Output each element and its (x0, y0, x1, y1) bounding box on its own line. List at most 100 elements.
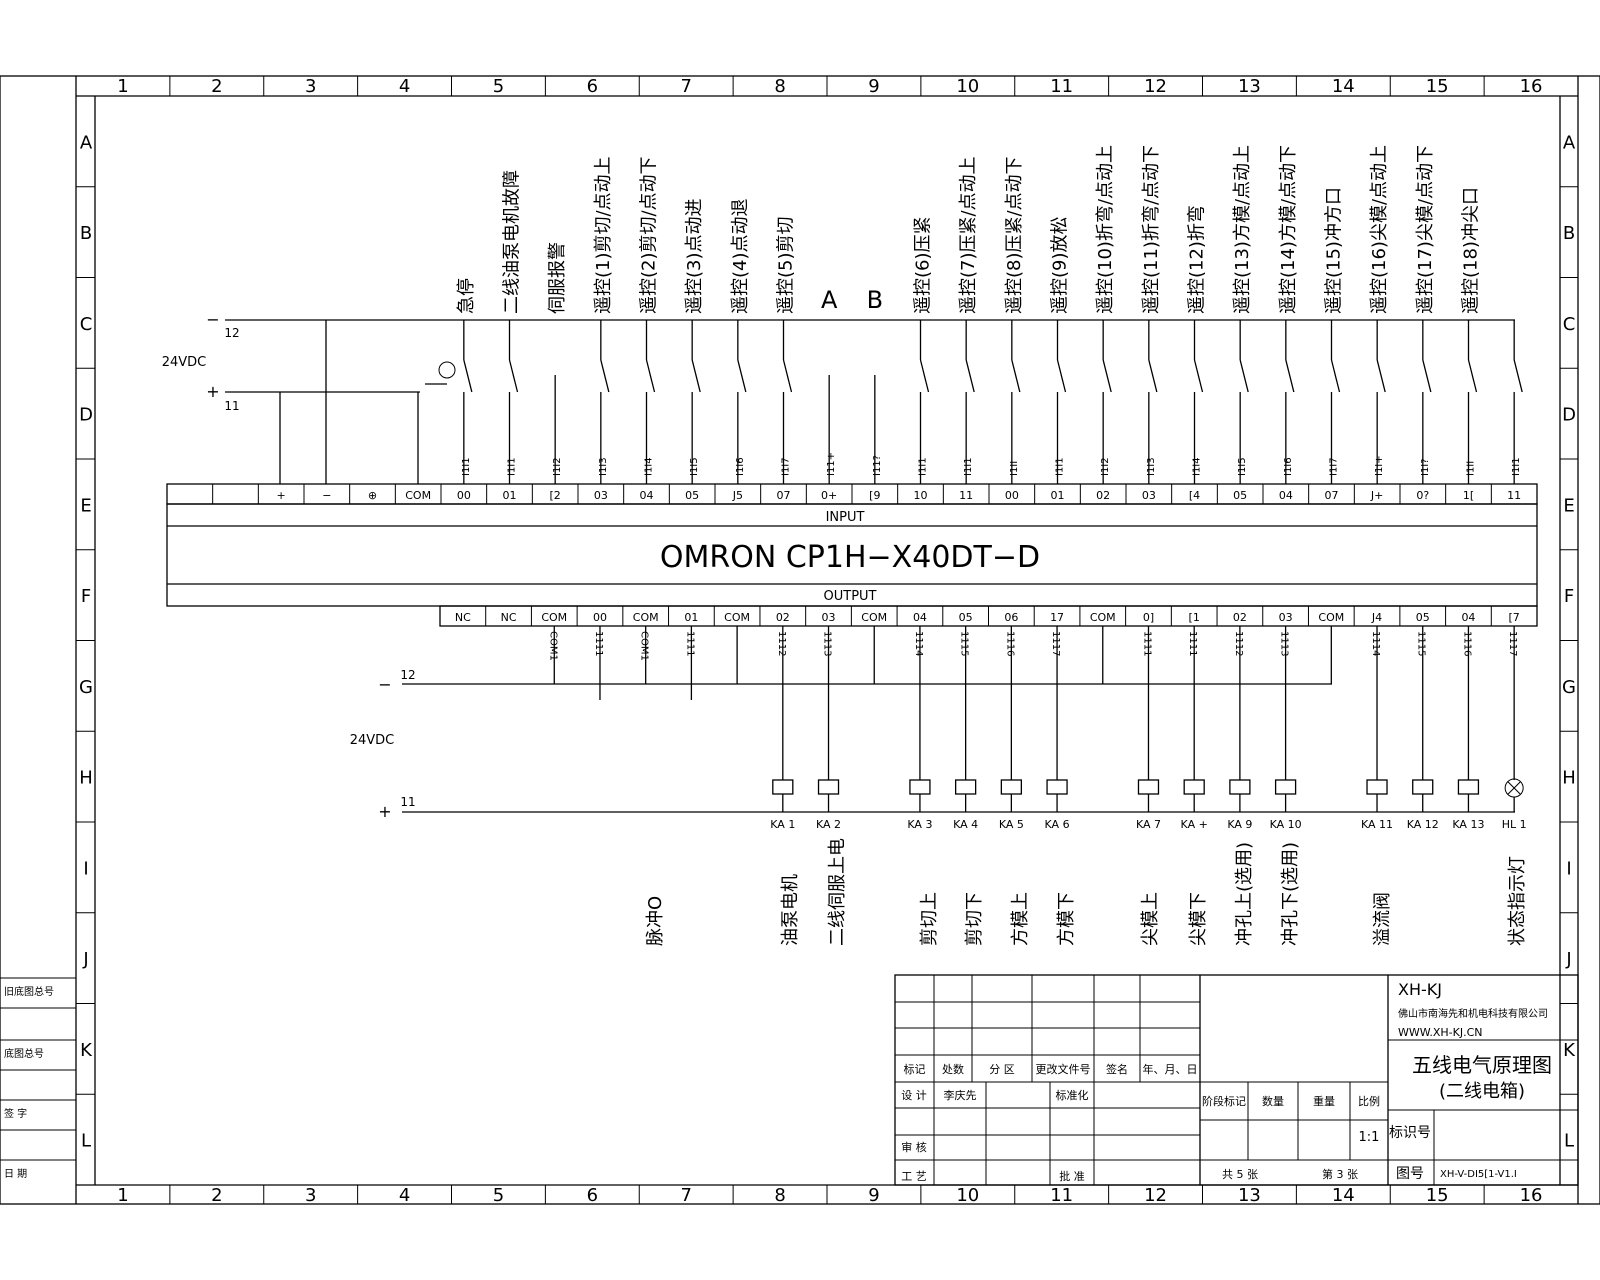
switch-contact (965, 359, 975, 393)
switch-contact (1011, 359, 1021, 393)
switch-contact (1422, 359, 1432, 393)
wire-id: I1I6 (1283, 457, 1294, 476)
column-number-top: 11 (1050, 76, 1073, 97)
title-block-frame (894, 974, 1579, 1186)
column-number-bottom: 9 (868, 1185, 879, 1206)
row-letter-right: I (1566, 858, 1571, 879)
minus-sign: − (378, 675, 391, 694)
function-label: 溢流阀 (1372, 892, 1393, 946)
device-tag: KA 4 (953, 818, 978, 831)
function-label: 冲孔上(选用) (1234, 842, 1255, 946)
relay-coil-icon (909, 779, 931, 795)
column-number-bottom: 8 (774, 1185, 785, 1206)
input-label: 遥控(7)压紧/点动上 (958, 156, 979, 314)
row-letter-left: H (79, 768, 93, 789)
function-label: 方模上 (1010, 892, 1031, 946)
standard-label: 标准化 (1056, 1088, 1089, 1102)
output-wire-id: COM1 (639, 631, 650, 661)
relay-coil-icon (1457, 779, 1480, 795)
input-header: INPUT (826, 510, 865, 525)
marker-label: 标识号 (1389, 1125, 1431, 1141)
output-terminal-label: COM (1318, 611, 1344, 624)
wire-number: 11 (400, 795, 415, 809)
relay-coil-icon (1412, 779, 1434, 795)
wire-id: I1I? (1420, 458, 1431, 476)
output-terminal-label: COM (724, 611, 750, 624)
row-letter-left: B (80, 223, 92, 244)
switch-contact (691, 359, 701, 393)
switch-contact (782, 359, 793, 393)
relay-coil-icon (772, 779, 794, 795)
designer-name: 李庆先 (944, 1088, 977, 1102)
drawing-number: XH-V-DI5[1-V1.I (1440, 1169, 1517, 1180)
column-number-top: 10 (956, 76, 979, 97)
function-label: 状态指示灯 (1507, 856, 1528, 946)
output-terminal-label: COM (541, 611, 567, 624)
switch-contact (1102, 359, 1112, 393)
output-terminal-label: J4 (1371, 611, 1382, 624)
input-label: 遥控(10)折弯/点动上 (1095, 145, 1116, 314)
input-terminal-label: 07 (1325, 489, 1339, 502)
plus-sign: + (378, 802, 391, 821)
function-label: 冲孔下(选用) (1280, 842, 1301, 946)
column-number-bottom: 1 (117, 1185, 128, 1206)
switch-contact (919, 359, 930, 393)
input-terminal-label: + (277, 489, 286, 502)
column-number-bottom: 5 (493, 1185, 504, 1206)
output-wire-id: 1111 (593, 631, 604, 656)
output-terminal-label: 04 (1461, 611, 1475, 624)
wire-id: I1I1 (963, 457, 974, 476)
input-terminal-label: [4 (1189, 489, 1200, 502)
input-terminal-label: 05 (1233, 489, 1247, 502)
row-letter-left: D (79, 405, 93, 426)
input-terminal-label: 11 (959, 489, 973, 502)
input-label: 遥控(8)压紧/点动下 (1004, 156, 1025, 314)
plus-sign: + (206, 382, 219, 401)
wire-id: I1I7 (781, 457, 792, 476)
lamp-cross (1507, 781, 1521, 795)
wire-number: 12 (400, 668, 415, 682)
output-wire-id: 1116 (1004, 631, 1015, 656)
output-wire-id: 1117 (1050, 631, 1061, 656)
input-label: 二线油泵电机故障 (502, 170, 523, 314)
wire-id: I1I1 (918, 457, 929, 476)
column-number-bottom: 14 (1332, 1185, 1355, 1206)
column-number-bottom: 10 (956, 1185, 979, 1206)
input-label: 遥控(2)剪切/点动下 (639, 156, 660, 314)
input-terminal-label: 10 (914, 489, 928, 502)
input-terminal-label: 11 (1507, 489, 1521, 502)
wire-id: I1I4 (1192, 457, 1203, 476)
input-label: 遥控(5)剪切 (776, 217, 797, 315)
input-terminal-label: 01 (1051, 489, 1065, 502)
company-code: XH-KJ (1398, 980, 1442, 999)
input-terminal-label: 00 (457, 489, 471, 502)
input-terminal-label: 00 (1005, 489, 1019, 502)
stage-header: 数量 (1262, 1095, 1284, 1108)
input-label: 遥控(18)冲尖口 (1461, 187, 1482, 314)
relay-coil-icon (1274, 779, 1297, 795)
function-label: 油泵电机 (780, 874, 801, 946)
input-terminal-label: 05 (685, 489, 699, 502)
drawing-frame: 1122334455667788991010111112121313141415… (0, 75, 1600, 1206)
supply-voltage: 24VDC (162, 355, 207, 370)
minus-sign: − (206, 310, 219, 329)
row-letter-right: D (1562, 405, 1576, 426)
row-letter-left: A (80, 132, 93, 153)
input-terminal-label: [9 (869, 489, 880, 502)
column-number-top: 2 (211, 76, 222, 97)
sheet-number: 第 3 张 (1322, 1167, 1358, 1181)
company-website: WWW.XH-KJ.CN (1398, 1026, 1483, 1039)
relay-coil-icon (1183, 779, 1205, 795)
output-wire-id: 1111 (1141, 631, 1152, 656)
device-tag: KA 13 (1452, 818, 1484, 831)
device-tag: KA 1 (770, 818, 795, 831)
device-tag: KA 2 (816, 818, 841, 831)
input-label: 遥控(11)折弯/点动下 (1141, 145, 1162, 314)
function-label: 脉冲O (645, 896, 666, 946)
output-terminal-label: NC (455, 611, 471, 624)
output-terminal-label: [1 (1189, 611, 1200, 624)
strip-label: 旧底图总号 (4, 985, 54, 998)
input-terminal-label: 0? (1416, 489, 1429, 502)
relay-coil-icon (1137, 779, 1160, 795)
input-terminal-label: 03 (1142, 489, 1156, 502)
